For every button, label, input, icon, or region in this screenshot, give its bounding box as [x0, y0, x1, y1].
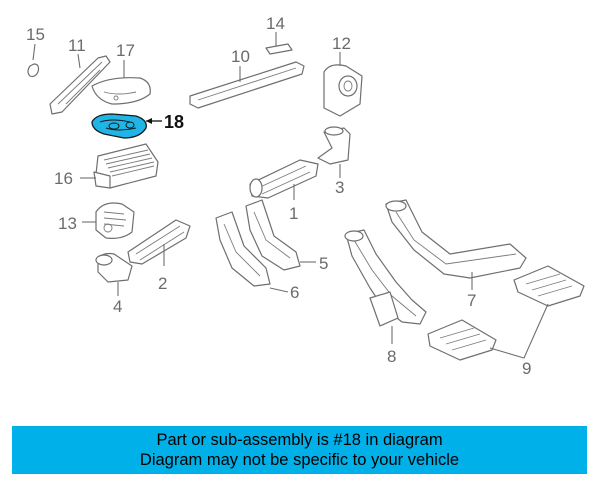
- callout-4: 4: [113, 297, 122, 316]
- part-14[interactable]: [265, 32, 293, 55]
- callout-17: 17: [116, 41, 135, 60]
- part-1[interactable]: [249, 159, 319, 200]
- callout-18: 18: [164, 112, 184, 132]
- callout-2: 2: [158, 274, 167, 293]
- part-2[interactable]: [127, 219, 191, 266]
- parts-diagram: 15 11 17 18 16 13: [26, 14, 585, 378]
- part-9[interactable]: [427, 265, 585, 361]
- callout-14: 14: [266, 14, 285, 33]
- part-11[interactable]: [49, 53, 111, 115]
- part-16[interactable]: [80, 143, 159, 189]
- callout-8: 8: [387, 347, 396, 366]
- callout-7: 7: [467, 291, 476, 310]
- callout-13: 13: [58, 214, 77, 233]
- part-8[interactable]: [344, 229, 427, 344]
- part-10[interactable]: [189, 61, 305, 109]
- callout-3: 3: [335, 178, 344, 197]
- callout-6: 6: [290, 283, 299, 302]
- callout-1: 1: [289, 204, 298, 223]
- callout-5: 5: [319, 254, 328, 273]
- callout-9: 9: [522, 359, 531, 378]
- part-18[interactable]: [91, 113, 162, 139]
- part-4[interactable]: [95, 252, 133, 297]
- part-7[interactable]: [385, 199, 527, 290]
- banner-line-1: Part or sub-assembly is #18 in diagram: [156, 431, 443, 449]
- info-banner: Part or sub-assembly is #18 in diagram D…: [12, 426, 587, 474]
- banner-line-2: Diagram may not be specific to your vehi…: [139, 451, 460, 469]
- part-6[interactable]: [215, 211, 289, 293]
- part-15[interactable]: [27, 43, 40, 78]
- part-5[interactable]: [245, 199, 316, 271]
- callout-10: 10: [231, 47, 250, 66]
- callout-16: 16: [54, 169, 73, 188]
- callout-11: 11: [68, 36, 86, 55]
- part-17[interactable]: [91, 60, 151, 105]
- part-13[interactable]: [82, 202, 135, 239]
- callout-12: 12: [332, 34, 351, 53]
- callout-15: 15: [26, 25, 45, 44]
- part-3[interactable]: [317, 126, 351, 178]
- part-12[interactable]: [323, 52, 363, 117]
